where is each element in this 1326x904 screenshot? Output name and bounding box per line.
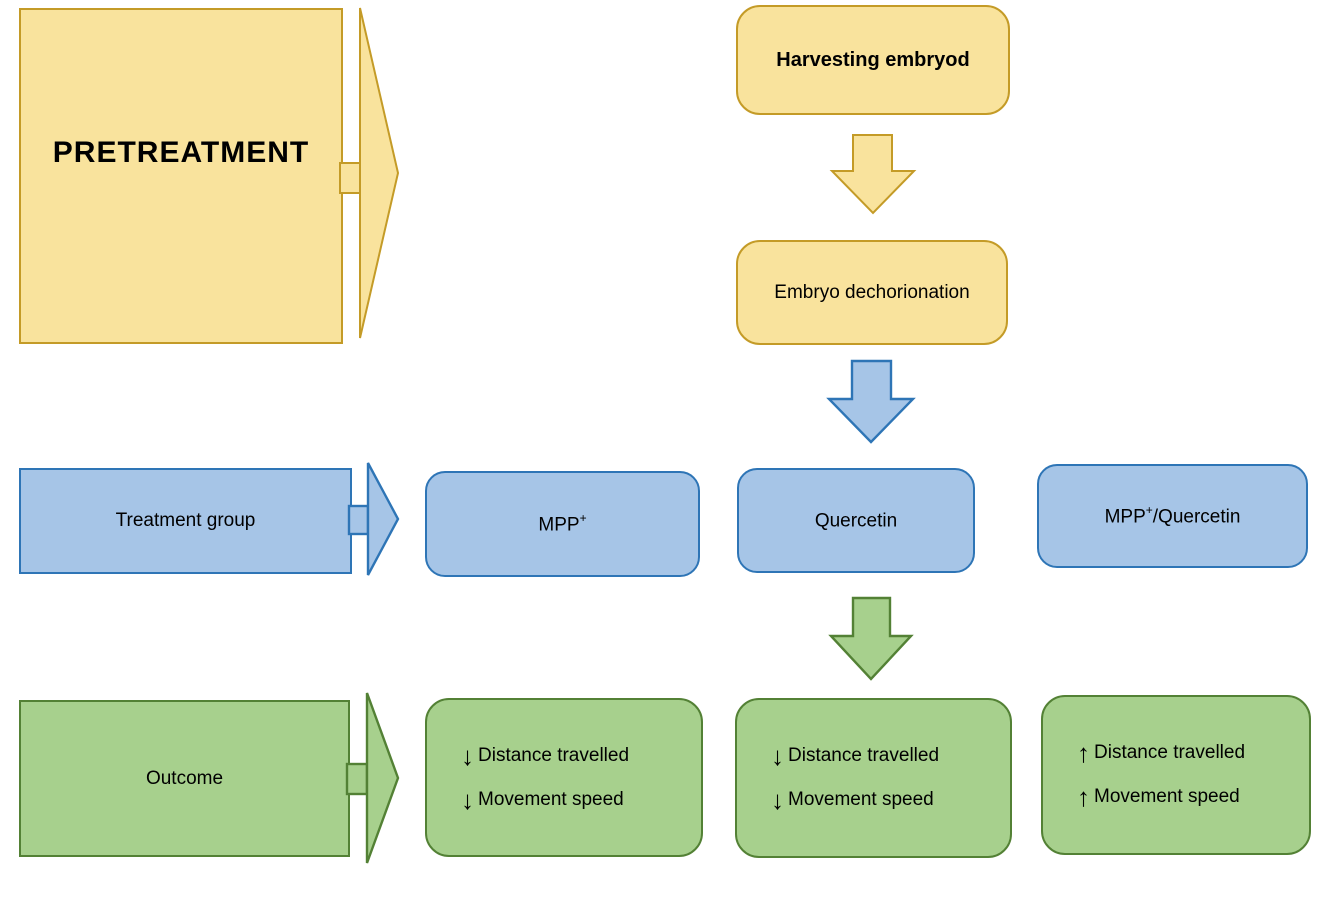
treatment-group-header-label: Treatment group bbox=[115, 510, 256, 531]
treatment-right-arrow-icon bbox=[347, 462, 400, 576]
group-label-mpp-quercetin: MPP+/Quercetin bbox=[1104, 502, 1241, 528]
up-trend-icon: ↑ bbox=[1077, 782, 1090, 812]
result-line: ↓ Distance travelled bbox=[771, 741, 940, 771]
result-line: ↑ Distance travelled bbox=[1077, 738, 1246, 768]
result-box-quercetin: ↓ Distance travelled ↓ Movement speed bbox=[735, 698, 1012, 858]
down-arrow-icon bbox=[826, 359, 916, 444]
result-box-mpp-quercetin: ↑ Distance travelled ↑ Movement speed bbox=[1041, 695, 1311, 855]
outcome-header-box: Outcome bbox=[19, 700, 350, 857]
result-line: ↓ Movement speed bbox=[771, 785, 934, 815]
down-trend-icon: ↓ bbox=[771, 741, 784, 771]
group-box-mpp: MPP+ bbox=[425, 471, 700, 577]
pretreatment-right-arrow-icon bbox=[339, 7, 400, 339]
result-label: Movement speed bbox=[1094, 786, 1240, 807]
down-arrow-icon bbox=[828, 596, 914, 681]
group-label-quercetin: Quercetin bbox=[814, 510, 898, 532]
result-line: ↓ Movement speed bbox=[461, 784, 624, 815]
result-label: Movement speed bbox=[788, 789, 934, 810]
down-trend-icon: ↓ bbox=[461, 784, 474, 815]
result-box-mpp: ↓ Distance travelled ↓ Movement speed bbox=[425, 698, 703, 857]
up-trend-icon: ↑ bbox=[1077, 738, 1090, 768]
result-line: ↑ Movement speed bbox=[1077, 782, 1240, 812]
dechorionation-label: Embryo dechorionation bbox=[774, 281, 970, 303]
pretreatment-box: PRETREATMENT bbox=[19, 8, 343, 344]
down-trend-icon: ↓ bbox=[461, 740, 474, 771]
dechorionation-box: Embryo dechorionation bbox=[736, 240, 1008, 345]
harvesting-embryo-label: Harvesting embryod bbox=[776, 48, 970, 71]
outcome-right-arrow-icon bbox=[345, 692, 400, 864]
harvesting-embryo-box: Harvesting embryod bbox=[736, 5, 1010, 115]
result-label: Distance travelled bbox=[478, 744, 630, 766]
group-label-mpp: MPP+ bbox=[538, 510, 587, 536]
group-box-mpp-quercetin: MPP+/Quercetin bbox=[1037, 464, 1308, 568]
down-trend-icon: ↓ bbox=[771, 785, 784, 815]
treatment-group-header-box: Treatment group bbox=[19, 468, 352, 574]
result-label: Movement speed bbox=[478, 788, 624, 810]
down-arrow-icon bbox=[829, 134, 917, 215]
result-label: Distance travelled bbox=[1094, 742, 1246, 763]
outcome-header-label: Outcome bbox=[145, 767, 224, 789]
result-line: ↓ Distance travelled bbox=[461, 740, 630, 771]
group-box-quercetin: Quercetin bbox=[737, 468, 975, 573]
pretreatment-label: PRETREATMENT bbox=[52, 136, 310, 169]
result-label: Distance travelled bbox=[788, 745, 940, 766]
